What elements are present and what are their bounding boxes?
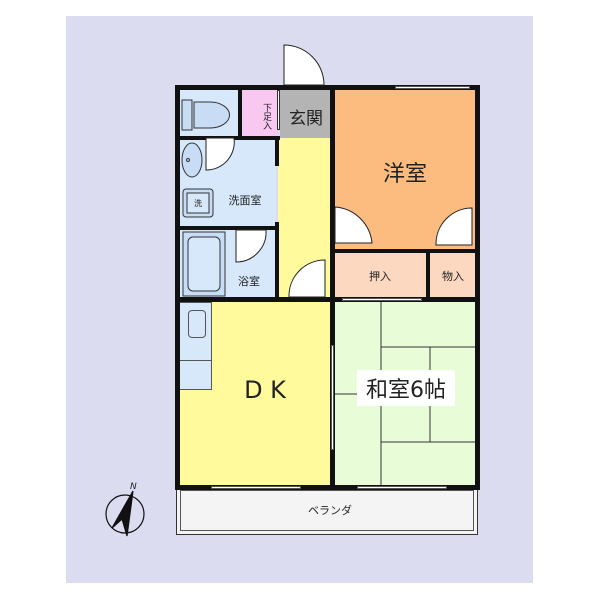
western-door-right-icon — [435, 207, 473, 246]
wall-bath-corridor — [275, 222, 279, 300]
balcony-inner-rail — [180, 490, 474, 531]
kitchen-counter-divider — [180, 360, 212, 361]
wall-western-closet — [330, 249, 480, 253]
compass-north-label: N — [130, 482, 137, 492]
genkan-label: 玄関 — [289, 109, 323, 129]
entrance-door-icon — [283, 44, 325, 86]
western-door-left-icon — [334, 206, 373, 244]
washroom-door-icon — [205, 137, 235, 171]
genkan — [280, 90, 332, 138]
wall-mid-vertical — [330, 85, 335, 490]
bathroom-door-icon — [235, 229, 267, 263]
oshiire-closet — [335, 253, 427, 297]
wall-right — [475, 85, 480, 490]
window-closet — [342, 298, 422, 301]
kitchen-counter — [180, 302, 212, 390]
wall-left — [175, 85, 180, 490]
washer-icon — [182, 188, 214, 218]
sink-icon — [188, 310, 206, 338]
washitsu-label: 和室6帖 — [357, 370, 455, 406]
wall-wash-corridor — [275, 136, 279, 166]
wall-mid-horizontal — [175, 297, 480, 302]
wall-wash-bath — [175, 226, 279, 230]
window-washitsu-bottom — [357, 486, 447, 489]
toilet-icon — [181, 99, 230, 131]
dk-label: D K — [244, 376, 286, 404]
window-western-top — [395, 86, 470, 89]
bathtub-icon — [182, 231, 226, 297]
balcony-label: ベランダ — [308, 504, 352, 517]
corridor-door-icon — [288, 259, 326, 298]
wall-top — [175, 85, 480, 90]
balcony — [176, 488, 478, 535]
western-room-label: 洋室 — [382, 162, 427, 187]
window-dk-bottom — [211, 486, 301, 489]
shoe-closet-label: 下足入 — [261, 102, 271, 130]
wall-shoe-genkan — [277, 90, 280, 130]
oshiire-label: 押入 — [369, 270, 391, 283]
washer-label: 洗 — [194, 199, 202, 208]
wall-toilet-shoe — [238, 85, 242, 138]
storage-label: 物入 — [442, 270, 464, 283]
shoe-closet — [242, 90, 278, 138]
sliding-door-dk-washitsu — [331, 345, 334, 450]
washbasin-icon — [181, 142, 203, 178]
washroom-label: 洗面室 — [228, 194, 262, 207]
wall-bottom — [175, 485, 480, 490]
compass-icon — [105, 490, 145, 537]
storage-closet — [430, 253, 475, 297]
wall-closets-divider — [426, 249, 430, 299]
bathroom-label: 浴室 — [238, 275, 260, 288]
